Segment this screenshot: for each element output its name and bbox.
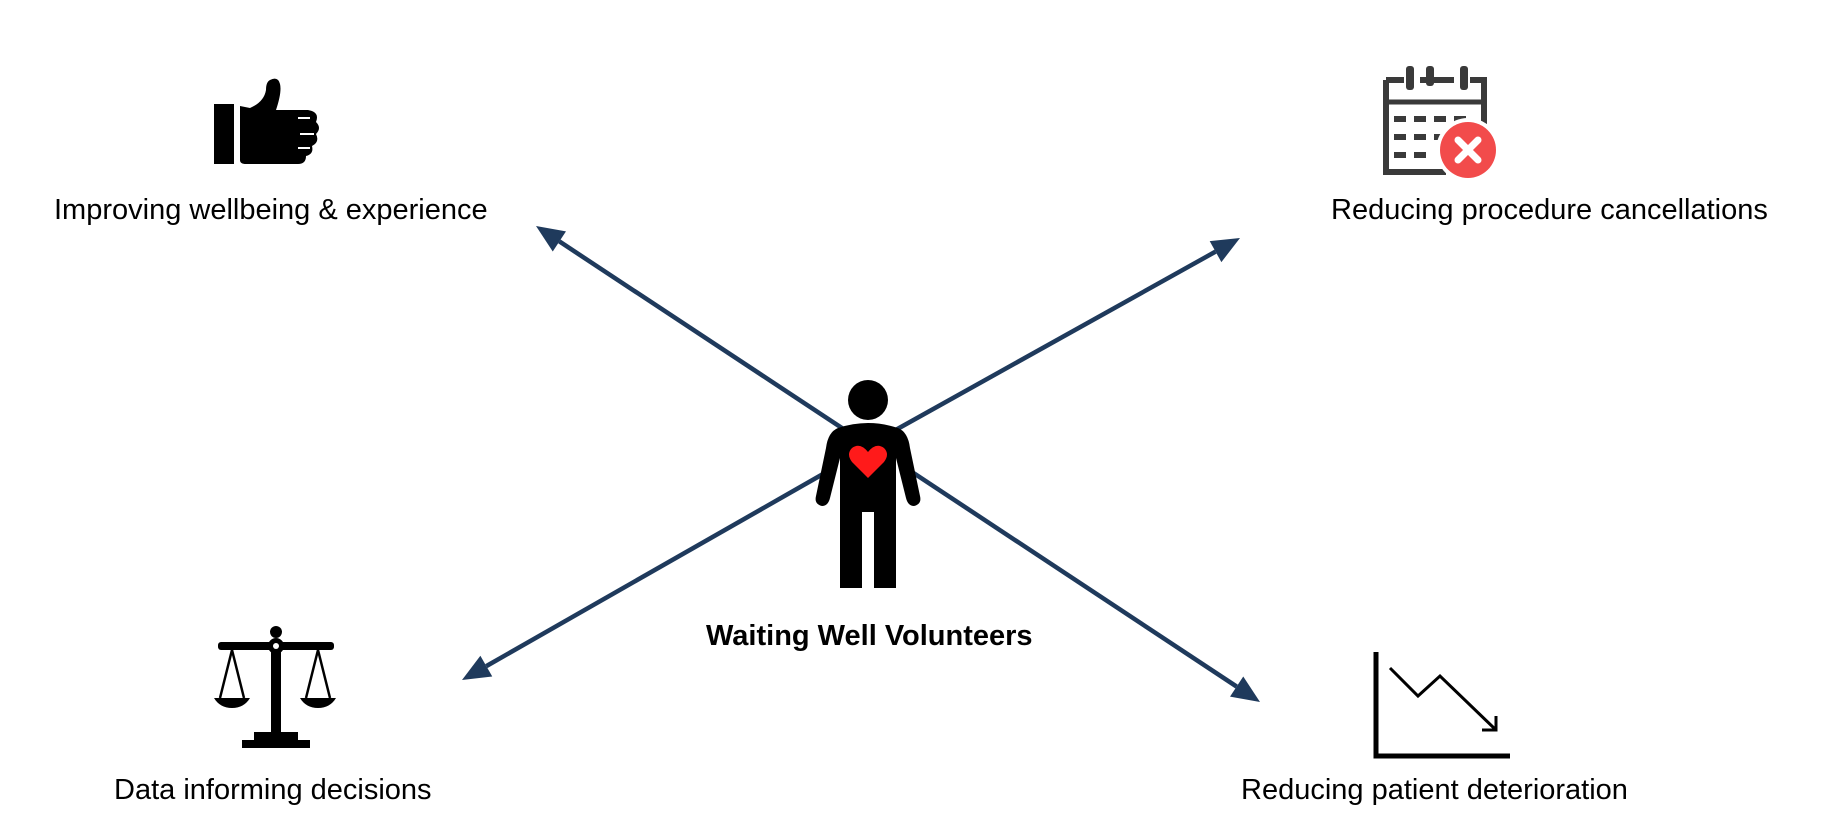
arrow-to-deterioration-shaft [910,470,1238,689]
center-label: Waiting Well Volunteers [706,620,1033,652]
outcome-label-cancellations: Reducing procedure cancellations [1331,194,1768,226]
arrow-to-deterioration-head [1230,676,1260,702]
outcome-label-data-decisions: Data informing decisions [114,774,432,806]
arrow-to-wellbeing-shaft [558,239,850,434]
arrow-to-data-decisions-head [462,655,493,680]
downward-trend-chart-icon [1373,652,1510,759]
person-heart-icon [815,380,921,588]
arrow-group [462,226,1260,702]
thumbs-up-icon [214,78,319,164]
arrow-to-data-decisions-shaft [485,468,832,669]
scales-icon [214,626,336,748]
arrow-to-cancellations-head [1209,238,1240,263]
outcome-label-wellbeing: Improving wellbeing & experience [54,194,488,226]
calendar-cancel-icon [1383,66,1500,182]
outcome-label-deterioration: Reducing patient deterioration [1241,774,1628,806]
arrow-to-wellbeing-head [536,226,566,252]
arrow-to-cancellations-shaft [890,249,1217,434]
